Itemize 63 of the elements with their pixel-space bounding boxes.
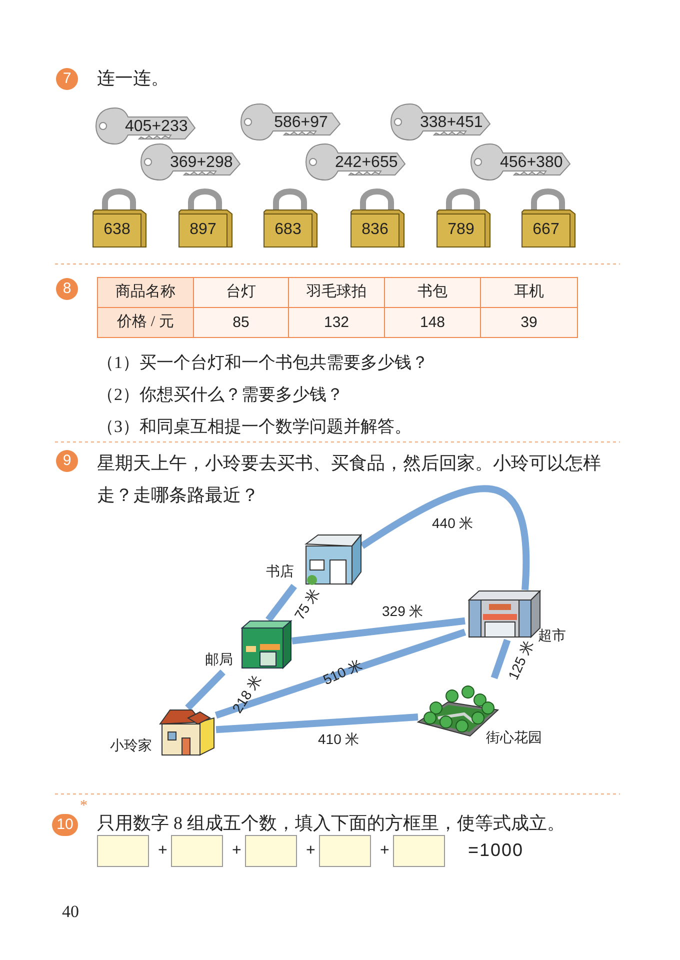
table-cell: 耳机 — [480, 277, 578, 308]
distance-label: 329 米 — [382, 603, 424, 619]
page-number: 40 — [62, 902, 79, 922]
place-label: 超市 — [538, 628, 566, 646]
question-text: 只用数字 8 组成五个数，填入下面的方框里，使等式成立。 — [97, 812, 565, 835]
distance-label: 410 米 — [318, 731, 360, 747]
road-line — [185, 670, 226, 710]
key-expression: 242+655 — [335, 153, 397, 173]
answer-box — [393, 835, 445, 867]
road-line — [216, 714, 418, 734]
table-cell: 132 — [288, 307, 385, 338]
distance-label: 125 米 — [504, 638, 536, 682]
key-expression: 405+233 — [125, 117, 187, 137]
lock-number: 667 — [532, 220, 560, 240]
table-cell: 39 — [480, 307, 578, 338]
question-text: 星期天上午，小玲要去买书、买食品，然后回家。小玲可以怎样走？走哪条路最近？ — [97, 452, 602, 507]
lock-number: 638 — [102, 220, 132, 240]
key-expression: 369+298 — [170, 153, 232, 173]
question-number: 7 — [56, 68, 78, 90]
road-line — [490, 638, 511, 680]
question-number: 9 — [56, 450, 78, 472]
road-line — [214, 628, 466, 719]
table-cell: 148 — [384, 307, 481, 338]
distance-label: 440 米 — [432, 515, 474, 531]
lock-number: 683 — [274, 220, 302, 240]
plus-sign: + — [306, 842, 316, 860]
answer-box — [245, 835, 297, 867]
distance-label: 218 米 — [228, 672, 264, 716]
key-expression: 456+380 — [500, 153, 562, 173]
row-header-cell: 价格 / 元 — [97, 307, 194, 338]
question-text: （2）你想买什么？需要多少钱？ — [97, 384, 344, 406]
table-cell: 85 — [193, 307, 289, 338]
question-text: （3）和同桌互相提一个数学问题并解答。 — [97, 416, 412, 438]
plus-sign: + — [380, 842, 390, 860]
question-text: （1）买一个台灯和一个书包共需要多少钱？ — [97, 352, 428, 374]
key-expression: 338+451 — [420, 113, 482, 133]
key-expression: 586+97 — [273, 113, 329, 133]
plus-sign: + — [158, 842, 168, 860]
instruction-text: 连一连。 — [97, 67, 169, 90]
table-cell: 书包 — [384, 277, 481, 308]
road-line — [292, 617, 466, 644]
road-line — [360, 486, 530, 590]
place-label: 街心花园 — [486, 730, 542, 748]
equation-result: =1000 — [468, 840, 524, 861]
question-number: 10 — [52, 814, 78, 836]
row-header-cell: 商品名称 — [97, 277, 194, 308]
question-number: 8 — [56, 278, 78, 300]
distance-label: 510 米 — [320, 656, 365, 688]
plus-sign: + — [232, 842, 242, 860]
lock-number: 897 — [188, 220, 218, 240]
table-cell: 羽毛球拍 — [288, 277, 385, 308]
place-label: 小玲家 — [110, 738, 152, 756]
place-label: 邮局 — [205, 652, 233, 670]
answer-box — [319, 835, 371, 867]
road-line — [266, 584, 297, 622]
place-label: 书店 — [266, 564, 294, 582]
table-cell: 台灯 — [193, 277, 289, 308]
lock-number: 836 — [360, 220, 390, 240]
lock-number: 789 — [446, 220, 476, 240]
asterisk-mark: * — [80, 798, 88, 815]
distance-label: 75 米 — [291, 586, 322, 622]
answer-box — [171, 835, 223, 867]
answer-box — [97, 835, 149, 867]
